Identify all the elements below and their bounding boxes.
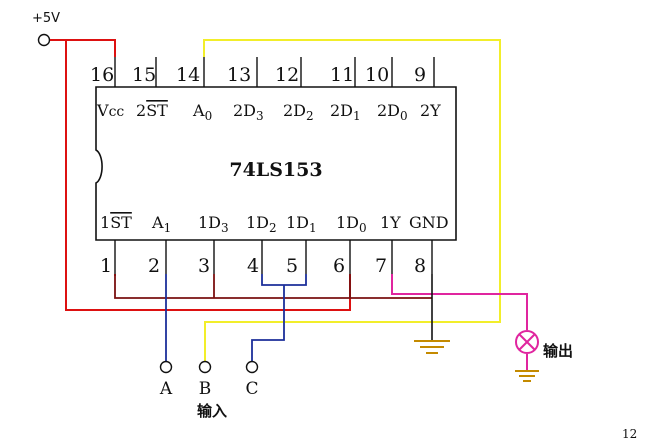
pin-4-number: 4: [247, 255, 259, 277]
pin-6-number: 6: [333, 255, 345, 277]
input-a-label: A: [159, 379, 173, 399]
pin-14-number: 14: [176, 64, 200, 86]
pin-16-number: 16: [90, 64, 114, 86]
pin-5-number: 5: [286, 255, 298, 277]
supply-terminal: [37, 33, 51, 47]
blue-wires: [165, 274, 307, 361]
input-b-label: B: [199, 379, 212, 399]
pin-15-number: 15: [132, 64, 156, 86]
top-pin-name-6: 2D0: [377, 101, 408, 123]
pin-7-number: 7: [375, 255, 387, 277]
lamp-ground-icon: [515, 370, 539, 382]
chip-body: [95, 86, 457, 241]
top-pin-names: Vcc 2ST A0 2D3 2D2 2D1 2D0 2Y: [96, 101, 441, 123]
bottom-pin-name-2: 1D3: [198, 213, 229, 235]
pin-1-number: 1: [100, 255, 112, 277]
pin-10-number: 10: [365, 64, 389, 86]
input-c-terminal: [245, 360, 259, 374]
page-number: 12: [622, 427, 637, 439]
pin-11-number: 11: [330, 64, 354, 86]
ground-icon: [414, 340, 450, 354]
top-pin-legs: [114, 57, 435, 87]
output-wire: [391, 274, 528, 370]
input-c-label: C: [245, 379, 258, 399]
lamp-icon: [515, 330, 539, 354]
top-pin-name-1: 2ST: [136, 101, 168, 120]
bottom-pin-name-3: 1D2: [246, 213, 277, 235]
input-b-terminal: [198, 360, 212, 374]
bottom-pin-name-7: GND: [409, 213, 449, 232]
yellow-wire: [203, 39, 501, 361]
top-pin-name-5: 2D1: [330, 101, 361, 123]
top-pin-name-2: A0: [192, 101, 212, 123]
pin-3-number: 3: [198, 255, 210, 277]
top-pin-name-7: 2Y: [420, 101, 441, 120]
pin-12-number: 12: [275, 64, 299, 86]
bottom-pin-name-6: 1Y: [380, 213, 401, 232]
bottom-pin-name-1: A1: [151, 213, 171, 235]
chip-name: 74LS153: [229, 159, 322, 181]
pin-13-number: 13: [227, 64, 251, 86]
bottom-pin-legs: [114, 240, 433, 274]
dark-red-wires: [114, 274, 432, 299]
bottom-pin-names: 1ST A1 1D3 1D2 1D1 1D0 1Y GND: [100, 213, 449, 235]
input-group-label: 输入: [197, 402, 227, 420]
input-a-terminal: [159, 360, 173, 374]
bottom-pin-name-4: 1D1: [286, 213, 317, 235]
top-pin-name-0: Vcc: [96, 101, 124, 120]
top-pin-name-4: 2D2: [283, 101, 314, 123]
output-label: 输出: [543, 342, 573, 360]
supply-label: +5V: [32, 11, 60, 26]
pin-2-number: 2: [148, 255, 160, 277]
bottom-pin-name-5: 1D0: [336, 213, 367, 235]
bottom-pin-name-0: 1ST: [100, 213, 132, 232]
top-pin-name-3: 2D3: [233, 101, 264, 123]
pin-8-number: 8: [414, 255, 426, 277]
pin-9-number: 9: [414, 64, 426, 86]
